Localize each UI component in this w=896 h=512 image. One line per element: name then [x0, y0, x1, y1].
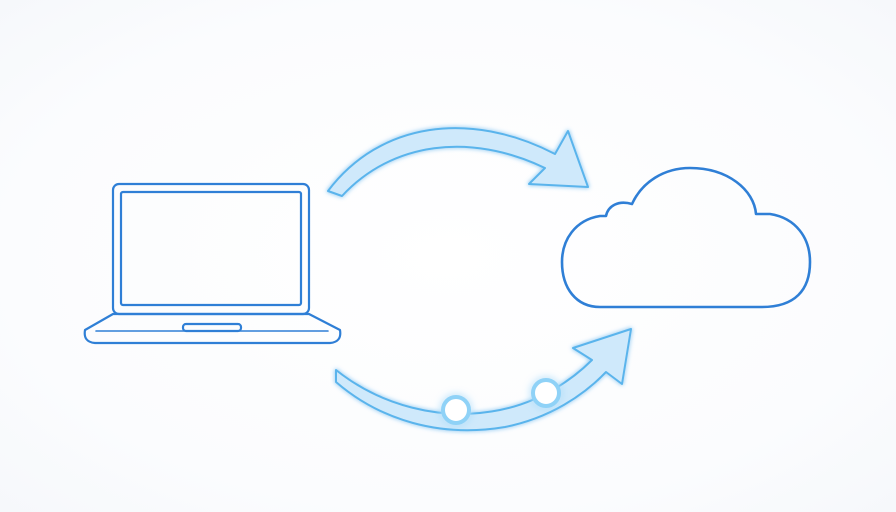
upload-arrow-bottom: [335, 328, 632, 432]
upload-arrow-top: [327, 127, 589, 197]
arrow-icon: [327, 127, 589, 197]
laptop-lid: [111, 182, 311, 316]
cloud-icon: [560, 166, 812, 309]
progress-dots: [441, 378, 561, 425]
arrow-icon: [335, 328, 632, 432]
laptop-icon: [83, 182, 342, 345]
laptop-base: [83, 312, 342, 345]
laptop-screen: [119, 190, 303, 307]
laptop-trackpad: [181, 322, 243, 333]
progress-dot: [531, 378, 561, 408]
progress-dot: [441, 395, 471, 425]
